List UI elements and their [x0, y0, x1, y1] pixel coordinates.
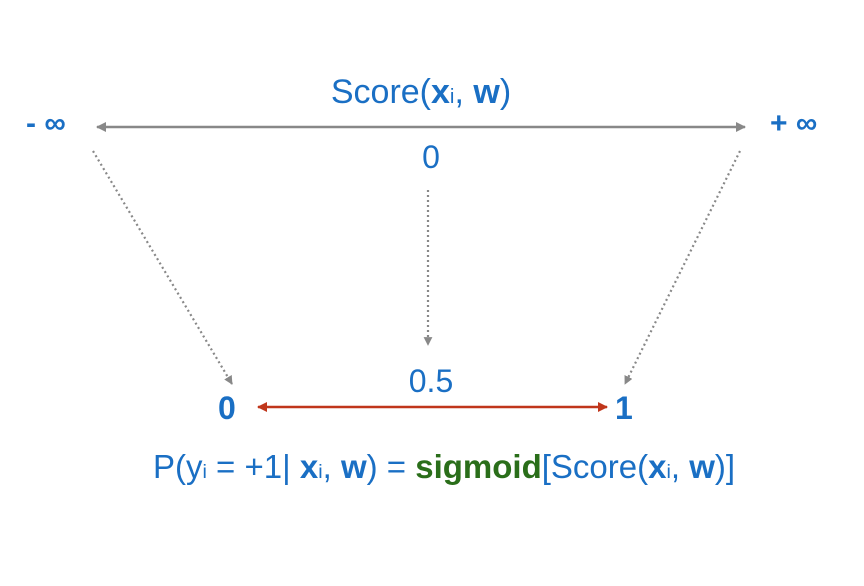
formula-p-open: P(y [152, 448, 203, 485]
formula-eq-cond: = +1| [206, 448, 300, 485]
formula-x-subscript: i [318, 461, 323, 484]
score-sep: , [454, 73, 474, 111]
neg-inf-to-zero-arrow [92, 150, 233, 385]
score-w: w [473, 73, 500, 111]
probability-half-label: 0.5 [408, 363, 454, 399]
formula-eq: ) = [366, 448, 416, 485]
formula-sep: , [322, 448, 341, 485]
score-label: Score(xi, w) [0, 75, 842, 109]
probability-formula: P(yi = +1| xi, w) = sigmoid[Score(xi, w)… [0, 450, 864, 483]
neg-infinity-label: - ∞ [26, 107, 66, 140]
formula-x2-subscript: i [666, 461, 671, 484]
formula-score-open: [Score( [541, 448, 649, 485]
formula-x2: x [648, 448, 667, 485]
score-x-subscript: i [449, 86, 455, 109]
probability-zero-label: 0 [218, 390, 236, 426]
score-zero-label: 0 [422, 139, 440, 175]
score-x: x [431, 73, 450, 111]
formula-y-subscript: i [202, 461, 207, 484]
pos-inf-to-one-arrow [624, 150, 741, 385]
formula-sep2: , [670, 448, 690, 485]
probability-one-label: 1 [615, 390, 633, 426]
formula-w: w [340, 448, 367, 485]
pos-infinity-label: + ∞ [770, 107, 818, 140]
formula-sigmoid: sigmoid [415, 448, 542, 485]
score-prefix: Score( [330, 73, 431, 111]
formula-x: x [299, 448, 319, 485]
score-suffix: ) [499, 73, 512, 111]
formula-close: )] [714, 448, 736, 485]
formula-w2: w [689, 448, 715, 485]
